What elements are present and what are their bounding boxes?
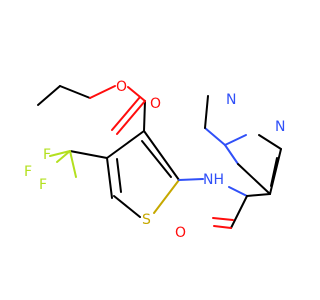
thiophene-c4-c5-bond — [106, 157, 113, 199]
o-carbonyl-label: O — [116, 79, 127, 95]
nh-label: NH — [203, 172, 224, 188]
n-ring-label: N — [275, 119, 285, 135]
thiophene-s-c2-bond — [153, 179, 180, 214]
cf3-carbon-bond — [69, 150, 108, 159]
n-methyl-label: N — [226, 92, 236, 108]
cf3-fluorine-bond-1 — [49, 150, 71, 157]
cf3-fluorine-bond-3 — [69, 150, 77, 178]
cf3-fluorine-bond-2 — [56, 150, 71, 163]
pyrazole-n1-c5-bond — [224, 144, 239, 165]
n-methyl-bond — [204, 127, 226, 146]
ester-oxygen-bond — [89, 85, 116, 99]
carbonyl-double-bond-b — [111, 96, 141, 131]
structure-svg: O O F F F S NH N N O — [24, 79, 285, 241]
fluorine-label-2: F — [24, 164, 32, 180]
o-amide-label: O — [175, 225, 186, 241]
carboxyl-to-thiophene-bond — [143, 100, 146, 132]
o-ester-label: O — [150, 96, 161, 112]
amide-nitrogen-bond — [228, 186, 248, 197]
molecule-diagram: O O F F F S NH N N O — [24, 79, 286, 241]
fluorine-label-1: F — [43, 147, 51, 163]
pyrazole-c5-c4-bond — [269, 148, 282, 195]
amide-carbonyl-double-bond-a — [213, 225, 232, 229]
sulfur-label: S — [142, 212, 151, 228]
thiophene-c2-c3-bond — [143, 130, 180, 181]
fluorine-label-3: F — [39, 177, 47, 193]
pyrazole-inner-double-bond — [270, 157, 278, 187]
ethyl-ch2-bond — [59, 85, 91, 99]
pyrazole-c4-c3-bond — [258, 134, 282, 150]
thiophene-inner-double-bond-b — [141, 140, 172, 178]
thiophene-inner-double-bond-a — [116, 158, 122, 193]
bonds — [37, 85, 282, 229]
thiophene-c5-s-bond — [113, 195, 141, 218]
amine-bond — [178, 178, 204, 181]
amide-carbonyl-bond — [230, 195, 248, 229]
pyrazole-c5-link-bond — [237, 163, 271, 195]
pyrazole-n-n-bond — [224, 134, 247, 146]
carbonyl-double-bond-a — [116, 100, 146, 135]
amide-carbonyl-double-bond-b — [212, 217, 234, 221]
ester-oxygen-carbon-bond — [127, 86, 146, 102]
methyl-group-bond — [204, 95, 209, 129]
pyrazole-link-bond — [246, 193, 271, 197]
ethyl-ch3-bond — [37, 85, 61, 106]
thiophene-c3-c4-bond — [106, 130, 145, 159]
atom-labels: O O F F F S NH N N O — [24, 79, 285, 241]
